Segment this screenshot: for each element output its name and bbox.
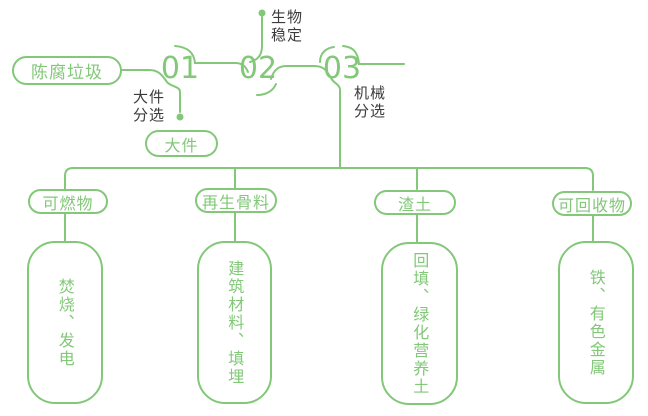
step-number-01: 01 [160, 51, 200, 86]
step-number-03: 03 [322, 51, 362, 86]
output-text-building-materials-landfill: 建筑材料、填埋 [225, 259, 245, 386]
output-text-incineration-power: 焚烧、发电 [55, 277, 75, 368]
output-box-recyclables: 铁、有色金属 [558, 241, 634, 404]
category-node-recycled-aggregate: 再生骨料 [195, 188, 277, 213]
step-label-bulky-sorting: 大件 分选 [133, 88, 166, 124]
bulky-item-node: 大件 [145, 130, 218, 157]
arc-under-02 [256, 83, 277, 96]
branch-bus-line [64, 167, 594, 191]
source-node-aged-waste: 陈腐垃圾 [12, 56, 122, 85]
output-box-recycled-aggregate: 建筑材料、填埋 [197, 241, 272, 404]
output-text-backfill-greening-soil: 回填、绿化营养土 [410, 251, 430, 396]
line-bio-riser [249, 16, 263, 63]
arc-over-03-left [319, 46, 335, 63]
step-label-bio-stabilization: 生物 稳定 [271, 8, 304, 44]
output-text-iron-nonferrous-metals: 铁、有色金属 [586, 268, 606, 377]
bio-line-endpoint-dot [258, 9, 266, 17]
category-node-slag-soil: 渣土 [374, 190, 456, 215]
output-box-slag-soil: 回填、绿化营养土 [381, 242, 458, 405]
category-node-recyclables: 可回收物 [552, 191, 632, 216]
bulky-line-endpoint-dot [176, 113, 184, 121]
output-box-combustibles: 焚烧、发电 [27, 241, 103, 404]
line-source-to-01 [121, 69, 181, 113]
step-number-02: 02 [238, 51, 278, 86]
line-03-exit [342, 45, 405, 65]
line-01-to-02 [174, 45, 249, 73]
step-label-mechanical-sorting: 机械 分选 [354, 84, 387, 120]
category-node-combustibles: 可燃物 [28, 189, 108, 214]
line-02-to-03-and-drop [270, 65, 341, 169]
